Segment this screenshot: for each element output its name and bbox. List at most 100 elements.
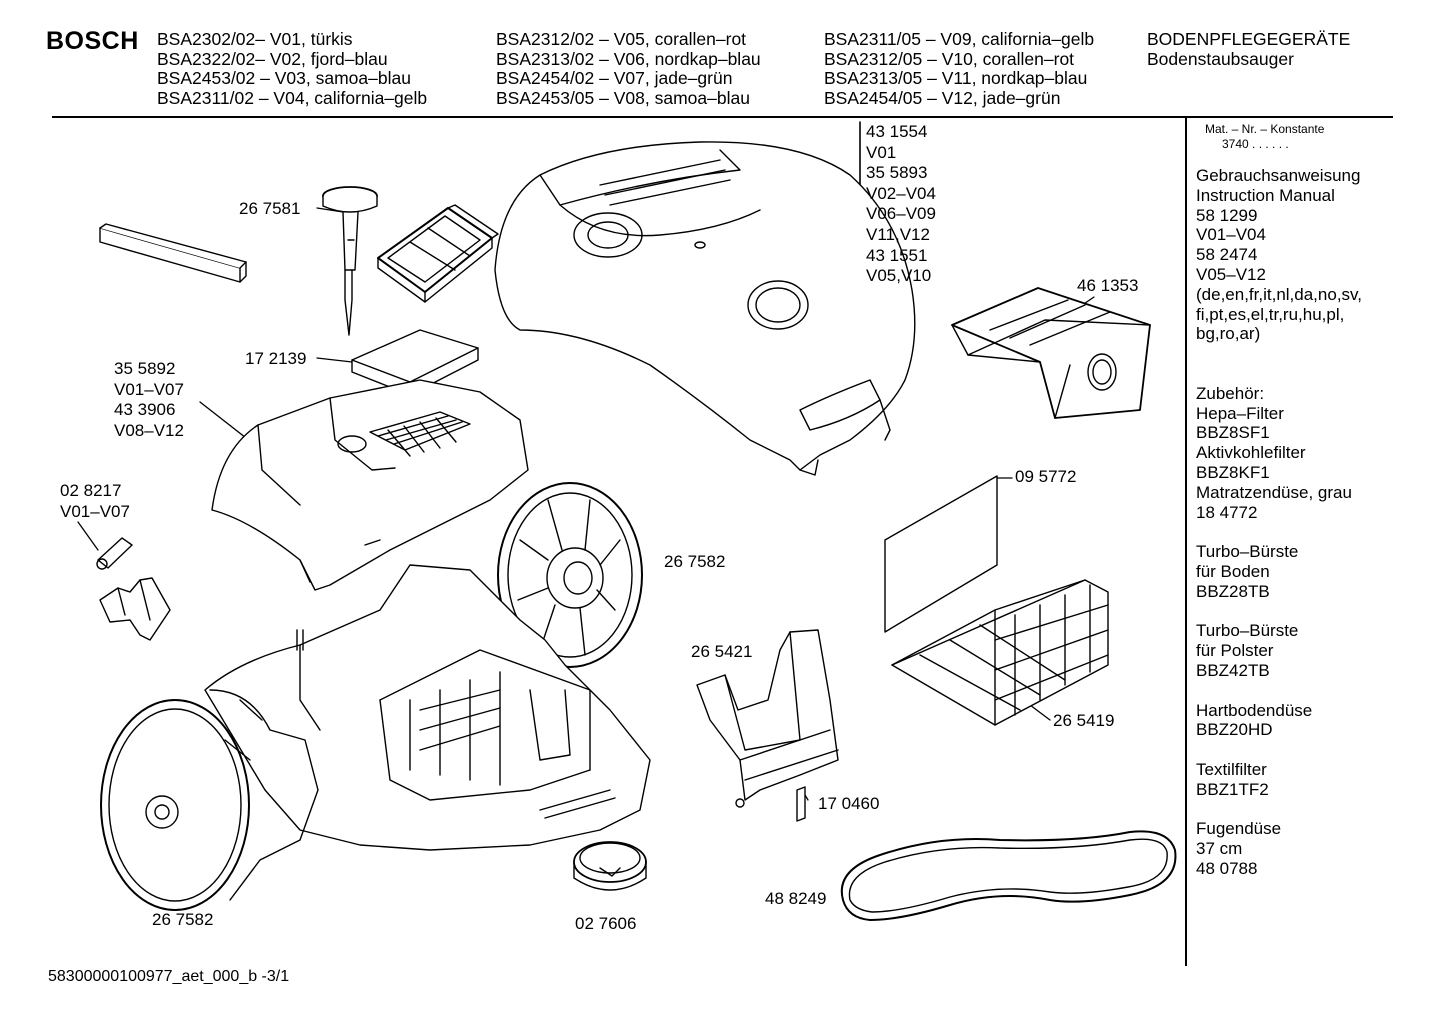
model-entry: BSA2453/02 – V03, samoa–blau bbox=[157, 68, 411, 89]
motor-bracket-part bbox=[697, 630, 838, 807]
gasket-ring-part bbox=[842, 831, 1176, 920]
part-number: 02 8217 bbox=[60, 481, 122, 500]
material-number-caption: Mat. – Nr. – Konstante bbox=[1205, 122, 1325, 136]
sidebar-line: BBZ8KF1 bbox=[1196, 462, 1270, 482]
model-entry: BSA2454/02 – V07, jade–grün bbox=[496, 68, 733, 89]
part-variant: V01–V07 bbox=[60, 501, 130, 521]
model-entry: BSA2311/05 – V09, california–gelb bbox=[824, 29, 1095, 49]
part-number: 43 1554 bbox=[866, 122, 928, 141]
sidebar-line bbox=[1196, 681, 1362, 701]
part-label-265419: 26 5419 bbox=[1053, 711, 1115, 730]
sidebar-line: für Boden bbox=[1196, 561, 1270, 581]
part-variant: V08–V12 bbox=[114, 420, 184, 440]
top-cover-part bbox=[495, 142, 915, 475]
brand-logo: BOSCH bbox=[46, 27, 139, 55]
model-entry: BSA2313/02 – V06, nordkap–blau bbox=[496, 48, 761, 69]
sidebar-line: BBZ20HD bbox=[1196, 720, 1273, 740]
part-variant: V05,V10 bbox=[866, 266, 932, 286]
category-subtitle: Bodenstaubsauger bbox=[1147, 48, 1294, 69]
sidebar-line: (de,en,fr,it,nl,da,no,sv, bbox=[1196, 284, 1362, 304]
left-wheel-part bbox=[101, 690, 318, 910]
sidebar-line: Matratzendüse, grau bbox=[1196, 482, 1352, 502]
sidebar-line: 58 1299 bbox=[1196, 205, 1258, 225]
sidebar-line: BBZ42TB bbox=[1196, 660, 1270, 680]
sidebar-line: Textilfilter bbox=[1196, 759, 1267, 779]
sidebar-line bbox=[1196, 344, 1362, 364]
model-entry: BSA2311/02 – V04, california–gelb bbox=[157, 87, 428, 108]
sidebar-line bbox=[1196, 602, 1362, 622]
part-label-461353: 46 1353 bbox=[1077, 276, 1139, 295]
filter-grid-part bbox=[892, 580, 1108, 725]
model-entry: BSA2302/02– V01, türkis bbox=[157, 29, 353, 49]
model-entry: BSA2322/02– V02, fjord–blau bbox=[157, 48, 388, 69]
document-id: 58300000100977_aet_000_b -3/1 bbox=[48, 968, 290, 985]
part-label-267582-bottom: 26 7582 bbox=[152, 910, 214, 929]
filter-pin-part bbox=[323, 187, 377, 335]
sidebar-line: bg,ro,ar) bbox=[1196, 324, 1261, 344]
material-number-block: Mat. – Nr. – Konstante 3740 . . . . . . bbox=[1205, 122, 1324, 152]
filter-sheet-part bbox=[885, 476, 997, 632]
sidebar-line: Turbo–Bürste bbox=[1196, 621, 1299, 641]
spring-clip-part bbox=[797, 787, 805, 821]
sidebar-line: 37 cm bbox=[1196, 839, 1243, 859]
battery-part bbox=[97, 538, 132, 569]
sidebar-line: 58 2474 bbox=[1196, 245, 1258, 265]
sidebar-line: Hepa–Filter bbox=[1196, 403, 1284, 423]
part-number: 43 3906 bbox=[114, 400, 176, 420]
sidebar-line: Instruction Manual bbox=[1196, 185, 1335, 205]
hose-bracket-part bbox=[100, 578, 170, 640]
base-chassis-part bbox=[205, 565, 650, 850]
seal-strip-part bbox=[100, 224, 246, 282]
sidebar-line bbox=[1196, 522, 1362, 542]
part-label-267581: 26 7581 bbox=[239, 199, 301, 218]
nozzle-ring-part bbox=[574, 842, 646, 890]
sidebar-line bbox=[1196, 740, 1362, 760]
sidebar-line: fi,pt,es,el,tr,ru,hu,pl, bbox=[1196, 304, 1345, 324]
sidebar-line: Zubehör: bbox=[1196, 383, 1265, 403]
right-wheel-part bbox=[498, 483, 642, 667]
model-entry: BSA2313/05 – V11, nordkap–blau bbox=[824, 68, 1088, 89]
part-variant: V01–V07 bbox=[114, 379, 184, 399]
sidebar-line: Aktivkohlefilter bbox=[1196, 443, 1306, 463]
sidebar-line: für Polster bbox=[1196, 641, 1274, 661]
material-number-value: 3740 . . . . . . bbox=[1222, 137, 1289, 151]
model-entry: BSA2312/02 – V05, corallen–rot bbox=[496, 29, 747, 49]
model-entry: BSA2312/05 – V10, corallen–rot bbox=[824, 48, 1075, 69]
model-entry: BSA2453/05 – V08, samoa–blau bbox=[496, 87, 750, 108]
part-label-095772: 09 5772 bbox=[1015, 467, 1077, 486]
filter-cassette-part bbox=[378, 205, 498, 302]
upper-frame-part bbox=[212, 380, 528, 590]
frame-part-numbers: 35 5892 V01–V07 43 3906 V08–V12 bbox=[114, 359, 184, 441]
sidebar-line: V05–V12 bbox=[1196, 264, 1266, 284]
part-label-267582-wheel: 26 7582 bbox=[664, 552, 726, 571]
battery-part-numbers: 02 8217 V01–V07 bbox=[60, 481, 130, 522]
sidebar-line: Gebrauchsanweisung bbox=[1196, 166, 1361, 185]
part-variant: V02–V04 bbox=[866, 183, 936, 203]
sidebar-line: BBZ1TF2 bbox=[1196, 779, 1269, 799]
sidebar-line: BBZ28TB bbox=[1196, 581, 1270, 601]
sidebar-line: 18 4772 bbox=[1196, 502, 1258, 522]
model-list-col2: BSA2312/02 – V05, corallen–rot BSA2313/0… bbox=[496, 29, 761, 108]
part-label-027606: 02 7606 bbox=[575, 914, 637, 933]
sidebar-line: 48 0788 bbox=[1196, 858, 1258, 878]
part-variant: V11,V12 bbox=[866, 224, 930, 244]
cover-part-numbers: 43 1554 V01 35 5893 V02–V04 V06–V09 V11,… bbox=[866, 122, 936, 287]
model-list-col3: BSA2311/05 – V09, california–gelb BSA231… bbox=[824, 29, 1095, 108]
sidebar-line bbox=[1196, 800, 1362, 820]
sidebar-line: V01–V04 bbox=[1196, 225, 1266, 245]
part-number: 43 1551 bbox=[866, 245, 928, 265]
sidebar-divider bbox=[1185, 118, 1187, 966]
dust-bag-part bbox=[952, 288, 1150, 418]
header-divider bbox=[52, 116, 1393, 118]
part-variant: V06–V09 bbox=[866, 204, 936, 224]
sidebar-line: Fugendüse bbox=[1196, 819, 1282, 839]
sidebar-line: Turbo–Bürste bbox=[1196, 542, 1299, 562]
part-label-172139: 17 2139 bbox=[245, 349, 307, 368]
part-number: 35 5892 bbox=[114, 359, 176, 378]
sidebar-line: Hartbodendüse bbox=[1196, 700, 1313, 720]
model-list-col1: BSA2302/02– V01, türkis BSA2322/02– V02,… bbox=[157, 29, 428, 108]
sidebar-line: BBZ8SF1 bbox=[1196, 423, 1270, 443]
model-entry: BSA2454/05 – V12, jade–grün bbox=[824, 87, 1061, 108]
